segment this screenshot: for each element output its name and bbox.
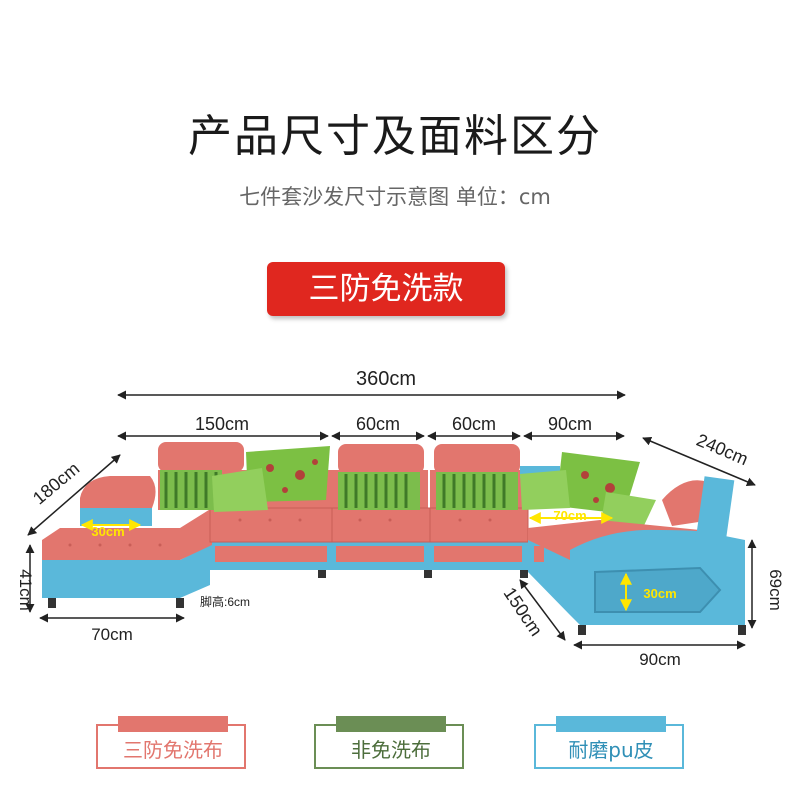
chaise-seat — [42, 508, 212, 560]
label-seg4: 90cm — [548, 414, 592, 434]
label-seg2: 60cm — [356, 414, 400, 434]
headrest-3 — [434, 444, 520, 474]
label-height-right: 69cm — [766, 569, 785, 611]
label-seg1: 150cm — [195, 414, 249, 434]
label-seat-right: 70cm — [553, 508, 586, 523]
chaise-base — [42, 545, 210, 598]
dim-line-diag-left — [27, 454, 121, 536]
striped-pillows — [160, 470, 518, 510]
seat-cushion-mid2 — [429, 507, 529, 543]
dim-line-diag-bottom — [519, 579, 566, 641]
seat-cushion-mid1 — [331, 507, 431, 543]
legend-item-regular-fabric: 非免洗布 — [314, 716, 468, 771]
legend-label: 三防免洗布 — [123, 738, 223, 762]
label-right-width: 90cm — [639, 650, 681, 669]
page-title: 产品尺寸及面料区分 — [188, 111, 602, 162]
product-type-badge: 三防免洗款 — [267, 262, 505, 316]
label-chaise-width: 70cm — [91, 625, 133, 644]
headrest-2 — [338, 444, 424, 474]
legend-label: 非免洗布 — [351, 738, 431, 762]
legend-item-pu-leather: 耐磨pu皮 — [534, 716, 688, 771]
label-total-width: 360cm — [356, 368, 416, 390]
label-diag-left: 180cm — [29, 458, 83, 508]
plain-pillow-1 — [212, 468, 268, 512]
sofa-feet — [48, 570, 746, 635]
legend-label: 耐磨pu皮 — [568, 738, 654, 762]
floral-pillow-1 — [246, 446, 330, 502]
plain-pillow-2 — [520, 470, 570, 510]
label-seg3: 60cm — [452, 414, 496, 434]
label-foot-height: 脚高:6cm — [200, 594, 250, 609]
headrest-1 — [158, 442, 244, 472]
seat-cushion-left — [209, 507, 333, 543]
label-seat-left: 30cm — [91, 524, 124, 539]
legend-item-stain-resistant: 三防免洗布 — [96, 716, 250, 771]
page-subtitle: 七件套沙发尺寸示意图 单位：cm — [239, 185, 551, 209]
dim-line-diag-right — [642, 436, 756, 487]
label-arm-height: 30cm — [643, 586, 676, 601]
label-diag-bottom: 150cm — [500, 584, 547, 640]
label-height-left: 41cm — [16, 569, 35, 611]
